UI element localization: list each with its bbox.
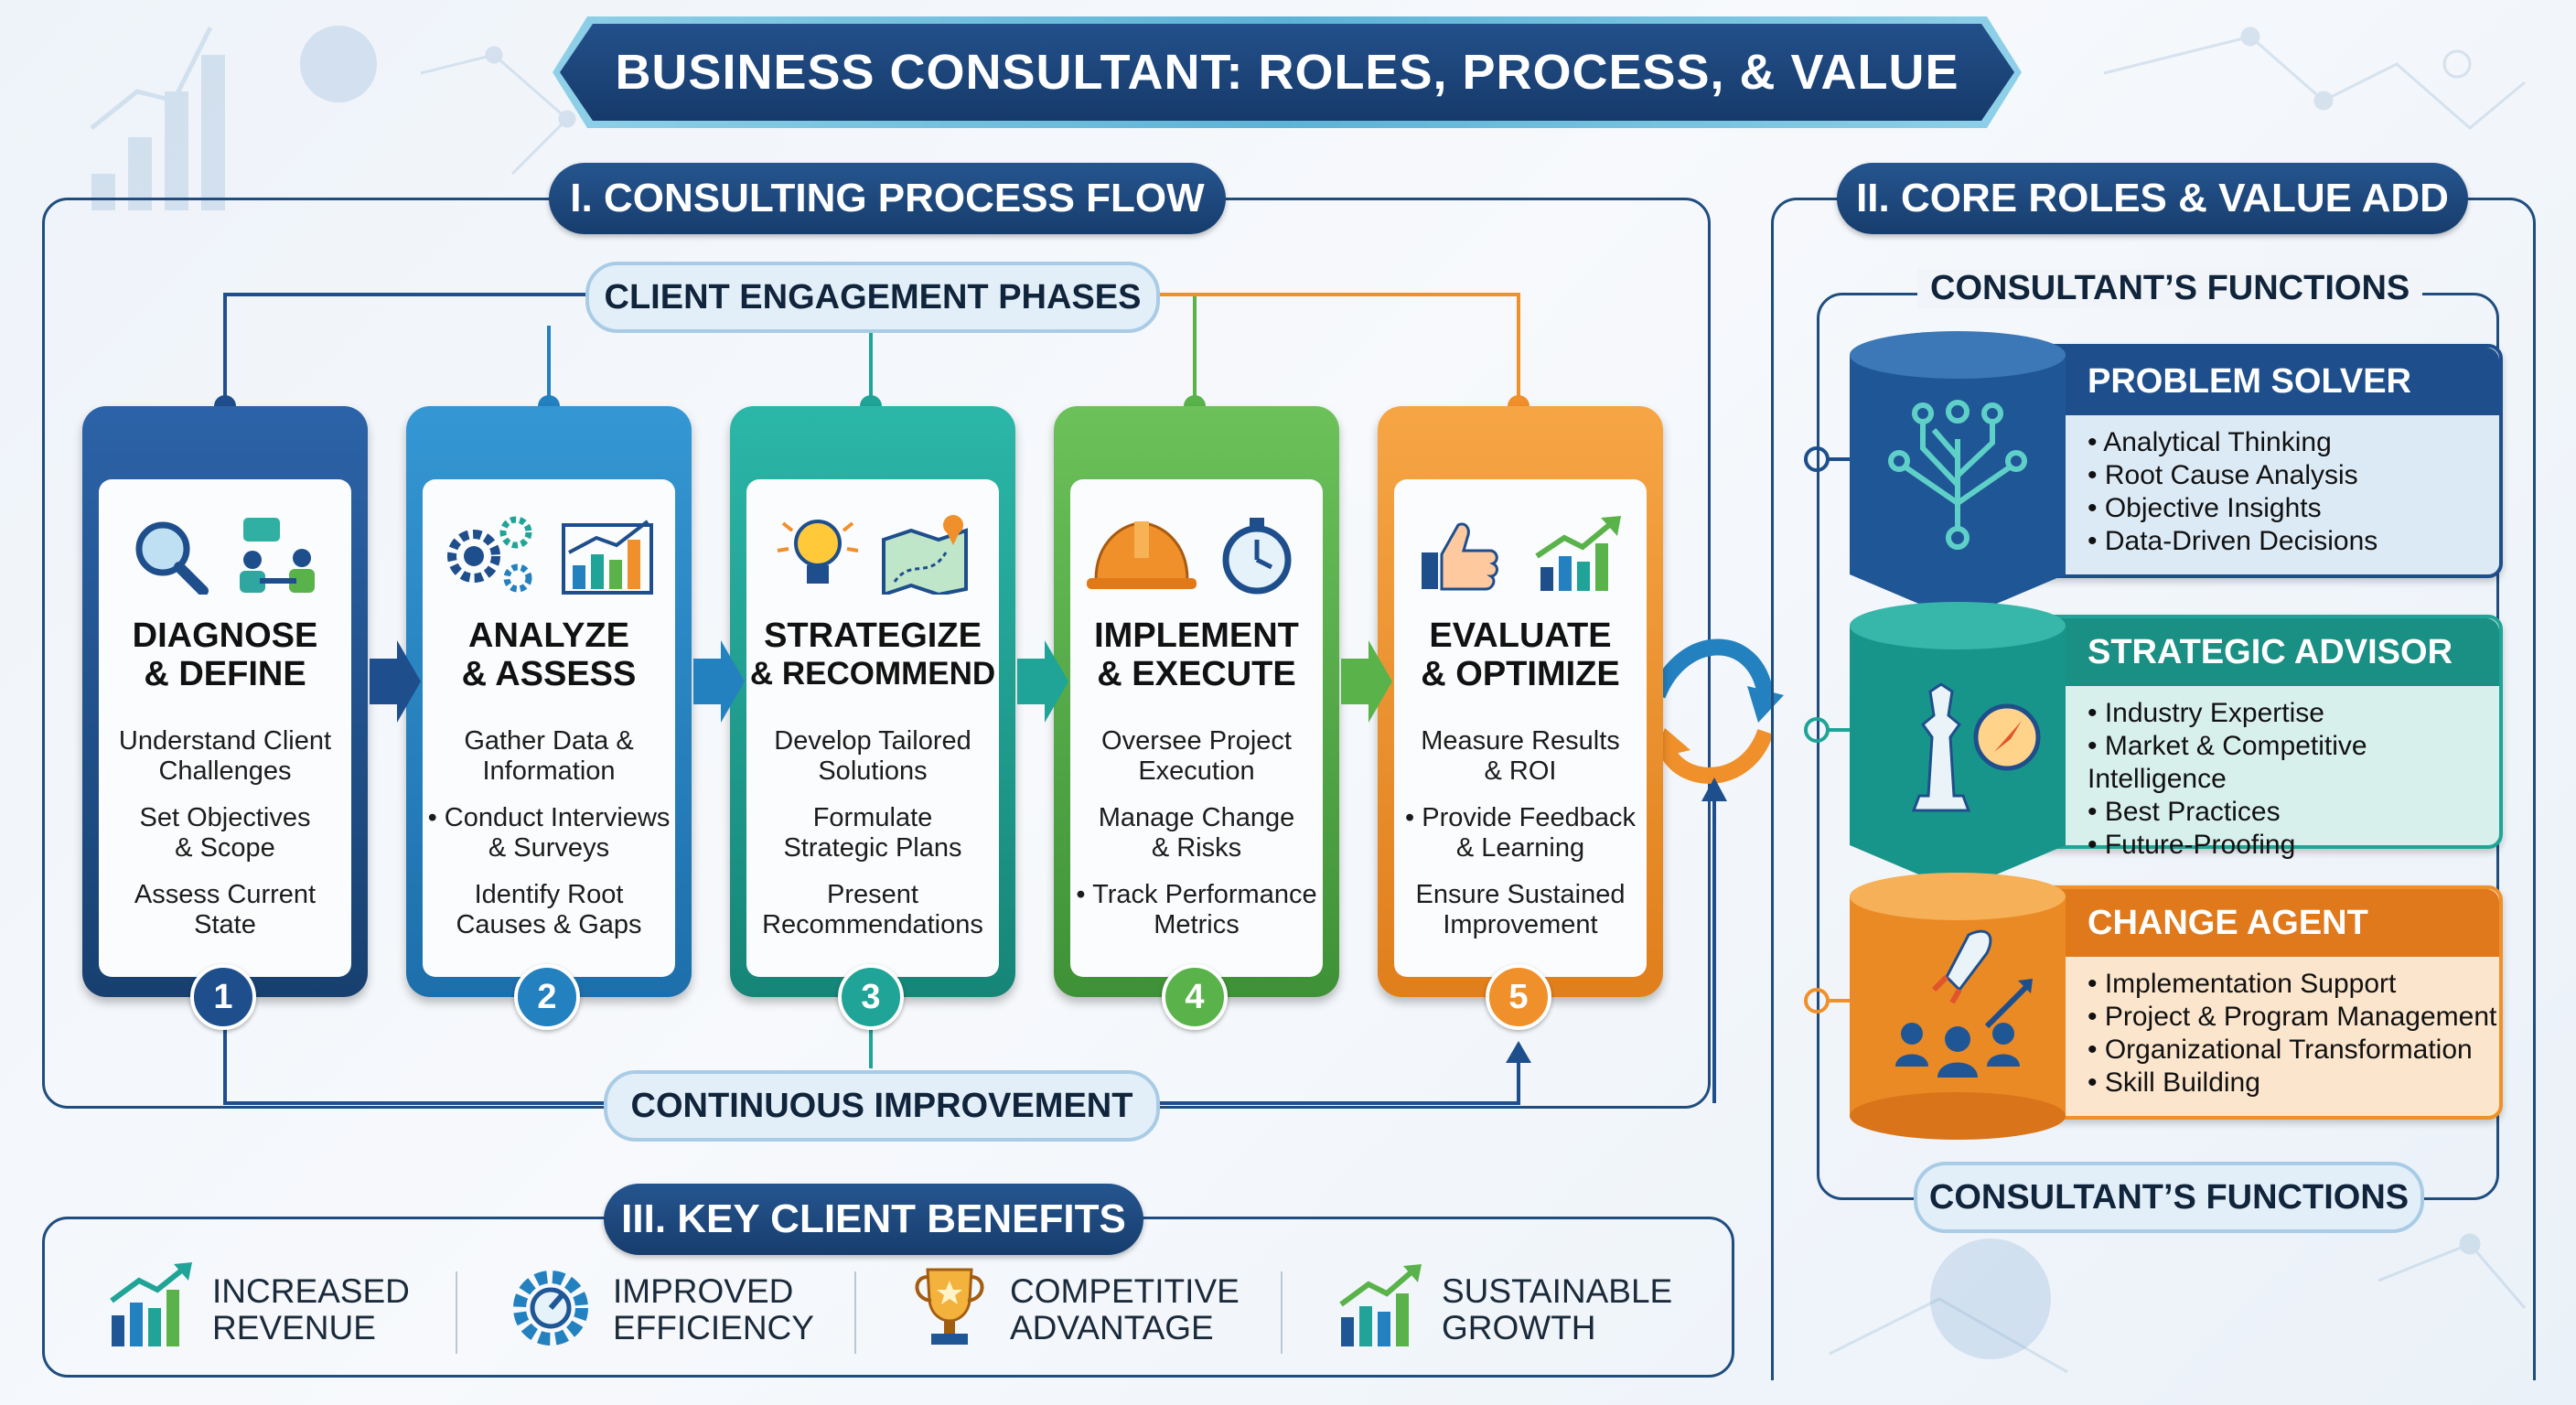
role-card-change-agent: CHANGE AGENT Implementation Support Proj…: [2002, 885, 2503, 1120]
meeting-icon: [240, 518, 315, 593]
benefits-heading: III. KEY CLIENT BENEFITS: [604, 1184, 1143, 1255]
phase-item: • Conduct Interviews& Surveys: [427, 803, 671, 863]
phase-icons: [777, 515, 968, 595]
phase-icons: [447, 516, 653, 595]
benefit-divider: [1281, 1271, 1283, 1354]
chevron-right-icon: [693, 640, 745, 723]
benefit-divider: [456, 1271, 457, 1354]
stopwatch-icon: [1222, 518, 1292, 595]
lightbulb-icon: [777, 520, 859, 584]
role-points: Industry Expertise Market & Competitive …: [2088, 697, 2499, 862]
phase-icons: [135, 518, 315, 595]
phase-number: 1: [190, 964, 256, 1030]
phase-number: 2: [514, 964, 580, 1030]
phase-card-analyze: ANALYZE & ASSESS Gather Data &Informatio…: [406, 406, 692, 997]
phase-item: • Provide Feedback& Learning: [1405, 803, 1636, 863]
title-banner: BUSINESS CONSULTANT: ROLES, PROCESS, & V…: [560, 24, 2014, 121]
phase-card-body: EVALUATE & OPTIMIZE Measure Results& ROI…: [1394, 479, 1647, 977]
rocket-team-icon: [1895, 929, 2033, 1078]
role-card-problem-solver: PROBLEM SOLVER Analytical Thinking Root …: [2002, 344, 2503, 578]
chevron-right-icon: [1341, 640, 1392, 723]
phase-title: IMPLEMENT & EXECUTE: [1094, 617, 1299, 693]
benefit-divider: [854, 1271, 856, 1354]
phase-title: ANALYZE & ASSESS: [461, 617, 637, 693]
process-heading: I. CONSULTING PROCESS FLOW: [549, 163, 1226, 234]
phase-number: 4: [1162, 964, 1228, 1030]
role-card-strategic-advisor: STRATEGIC ADVISOR Industry Expertise Mar…: [2002, 615, 2503, 860]
role-cylinder-strategic-advisor: [1850, 602, 2066, 891]
growth-chart-icon: [1535, 516, 1621, 591]
roles-heading: II. CORE ROLES & VALUE ADD: [1837, 163, 2468, 234]
phase-item: Measure Results& ROI: [1421, 726, 1620, 786]
efficiency-gear-icon: [513, 1271, 588, 1346]
role-cylinder-change-agent: [1850, 873, 2066, 1140]
magnifier-icon: [135, 521, 209, 595]
gears-icon: [447, 516, 532, 593]
phase-title: STRATEGIZE & RECOMMEND: [749, 617, 996, 692]
hard-hat-icon: [1087, 521, 1197, 589]
bar-chart-icon: [562, 520, 653, 595]
role-cylinder-problem-solver: [1850, 331, 2066, 620]
trophy-icon: [915, 1268, 984, 1345]
role-points: Analytical Thinking Root Cause Analysis …: [2088, 426, 2377, 558]
chess-compass-icon: [1911, 682, 2041, 812]
revenue-chart-icon: [110, 1262, 192, 1346]
roles-bottom-label: CONSULTANT’S FUNCTIONS: [1914, 1162, 2424, 1233]
phase-title: DIAGNOSE & DEFINE: [132, 617, 318, 693]
page-title: BUSINESS CONSULTANT: ROLES, PROCESS, & V…: [615, 45, 1959, 100]
phase-card-body: ANALYZE & ASSESS Gather Data &Informatio…: [423, 479, 675, 977]
roles-top-label: CONSULTANT’S FUNCTIONS: [1917, 269, 2423, 308]
chevron-right-icon: [370, 640, 421, 723]
continuous-improvement-label: CONTINUOUS IMPROVEMENT: [604, 1070, 1160, 1142]
map-icon: [882, 515, 968, 595]
role-points: Implementation Support Project & Program…: [2088, 968, 2497, 1099]
phase-icons: [1422, 516, 1621, 591]
phase-number: 3: [838, 964, 904, 1030]
circuit-brain-icon: [1888, 400, 2027, 550]
growth-arrow-icon: [1339, 1264, 1422, 1346]
role-title: STRATEGIC ADVISOR: [2005, 618, 2499, 686]
engagement-phases-label: CLIENT ENGAGEMENT PHASES: [585, 262, 1160, 333]
phase-item: Gather Data &Information: [464, 726, 634, 786]
role-title: PROBLEM SOLVER: [2005, 348, 2499, 415]
phase-card-evaluate: EVALUATE & OPTIMIZE Measure Results& ROI…: [1378, 406, 1663, 997]
chevron-right-icon: [1017, 640, 1068, 723]
phase-icons: [1087, 518, 1292, 595]
phase-item: Set Objectives& Scope: [139, 803, 311, 863]
thumbs-up-icon: [1422, 522, 1498, 591]
phase-title: EVALUATE & OPTIMIZE: [1421, 617, 1620, 693]
phase-number: 5: [1486, 964, 1551, 1030]
phase-item: Manage Change& Risks: [1098, 803, 1295, 863]
role-title: CHANGE AGENT: [2005, 889, 2499, 957]
